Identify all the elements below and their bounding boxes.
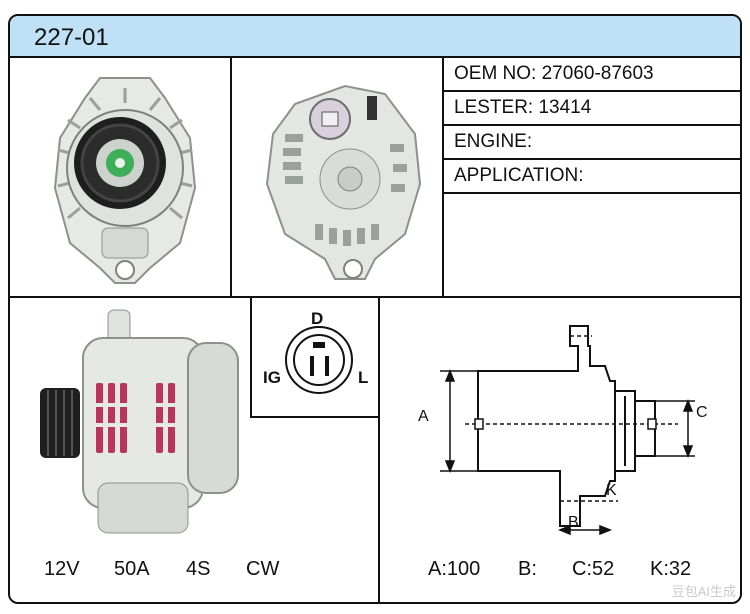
header-bar: 227-01: [10, 16, 740, 58]
dimension-label-k: K: [606, 482, 617, 499]
connector-label-left: IG: [263, 368, 281, 387]
dimension-label-c: C: [696, 404, 708, 421]
divider: [250, 298, 252, 418]
rotation-label: CW: [246, 558, 280, 580]
alternator-rear-view-image: [265, 84, 422, 280]
spec-engine: ENGINE:: [444, 126, 740, 160]
dimension-drawing: [440, 325, 695, 536]
measurement-a: A:100: [428, 558, 481, 580]
divider: [10, 296, 740, 298]
spec-application: APPLICATION:: [444, 160, 740, 194]
connector-label-top: D: [311, 309, 324, 328]
connector-label-right: L: [358, 368, 369, 387]
dimension-label-b: B: [568, 514, 579, 531]
watermark-text: 豆包AI生成: [671, 584, 736, 599]
connector-diagram: [285, 326, 353, 394]
amperage-label: 50A: [114, 558, 150, 580]
measurement-c: C:52: [572, 558, 615, 580]
voltage-label: 12V: [44, 558, 80, 580]
measurement-b: B:: [518, 558, 537, 580]
divider: [230, 58, 232, 298]
grooves-label: 4S: [186, 558, 211, 580]
part-number-title: 227-01: [34, 24, 109, 51]
measurement-k: K:32: [650, 558, 692, 580]
alternator-side-view-image: [40, 309, 239, 534]
divider: [250, 416, 380, 418]
dimension-label-a: A: [418, 408, 429, 425]
divider: [442, 58, 444, 298]
spec-oem: OEM NO: 27060-87603: [444, 58, 740, 92]
alternator-front-view-image: [53, 77, 197, 284]
product-card: 227-01 OEM NO: 27060-87603 LESTER: 13414…: [8, 14, 742, 604]
spec-lester: LESTER: 13414: [444, 92, 740, 126]
divider: [378, 298, 380, 602]
